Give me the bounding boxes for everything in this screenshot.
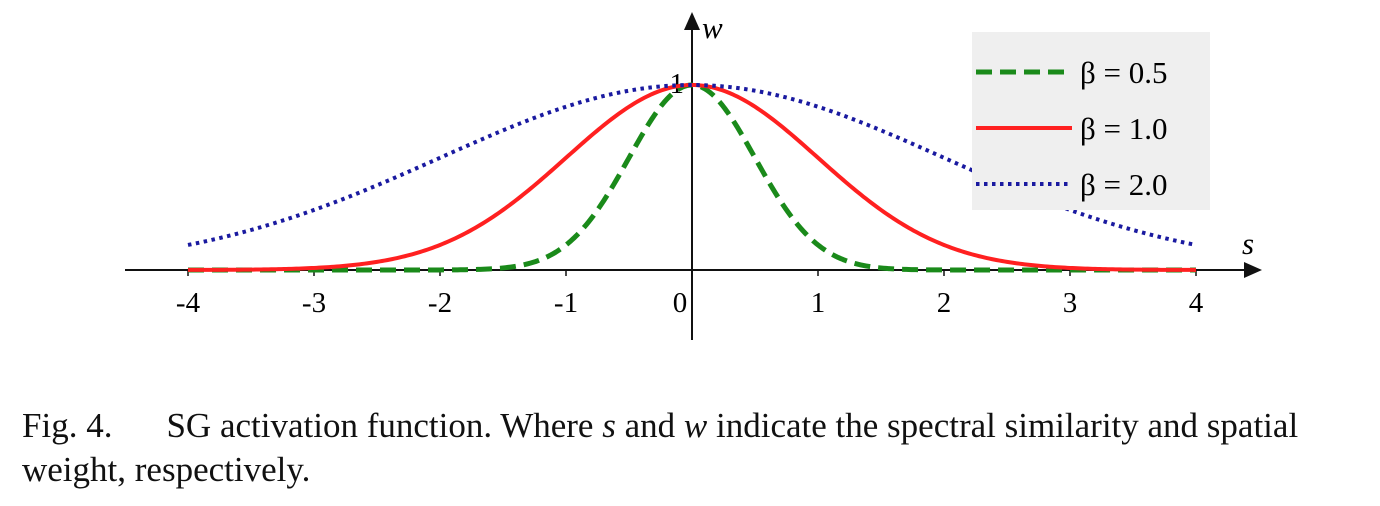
figure-caption: Fig. 4. SG activation function. Where s a…	[22, 404, 1362, 492]
x-axis-arrow	[1244, 262, 1262, 278]
caption-var-s: s	[602, 406, 616, 445]
caption-label: Fig. 4.	[22, 406, 113, 445]
x-axis-label: s	[1242, 226, 1254, 261]
curves	[187, 82, 1197, 273]
x-tick-label: 2	[937, 287, 952, 319]
legend-label-2: β = 1.0	[1080, 111, 1168, 146]
x-tick-label: -4	[176, 287, 201, 319]
x-tick-label: -1	[554, 287, 578, 319]
x-tick-label: 3	[1063, 287, 1078, 319]
x-ticks: -4 -3 -2 -1 0 1 2 3 4	[176, 270, 1204, 319]
y-tick-label: 1	[670, 68, 685, 100]
chart: s w -4 -3 -2 -1 0 1 2 3 4 1 β = 0.5 β = 1.0 β = 2.…	[125, 10, 1262, 340]
y-ticks: 1	[670, 68, 685, 100]
x-tick-label: 4	[1189, 287, 1204, 319]
y-axis-label: w	[702, 10, 723, 45]
series-line-2	[187, 83, 1197, 272]
legend: β = 0.5 β = 1.0 β = 2.0	[972, 32, 1210, 210]
caption-text-2: and	[615, 406, 684, 445]
x-tick-label: -3	[302, 287, 326, 319]
legend-label-1: β = 0.5	[1080, 55, 1168, 90]
y-axis: w	[684, 10, 723, 340]
x-tick-label: 0	[673, 287, 688, 319]
caption-text-1: SG activation function. Where	[166, 406, 603, 445]
x-tick-label: 1	[811, 287, 826, 319]
y-axis-arrow	[684, 12, 700, 30]
legend-box	[972, 32, 1210, 210]
x-tick-label: -2	[428, 287, 452, 319]
legend-label-3: β = 2.0	[1080, 167, 1168, 202]
caption-text-3: indicate the spectral similarity and spa…	[22, 406, 1299, 489]
caption-var-w: w	[683, 406, 708, 445]
